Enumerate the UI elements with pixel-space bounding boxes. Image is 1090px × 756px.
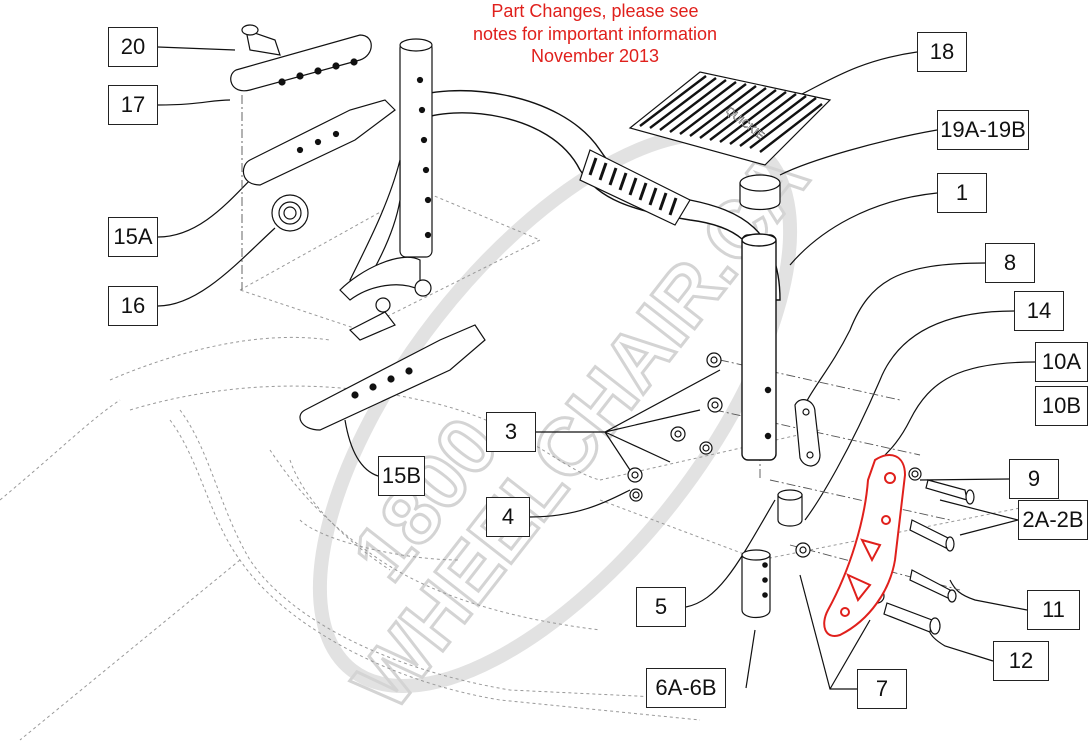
nuts-and-washers <box>627 352 723 502</box>
highlighted-side-plate <box>823 454 907 637</box>
callout-5[interactable]: 5 <box>636 587 686 627</box>
part-changes-notice: Part Changes, please see notes for impor… <box>430 0 760 68</box>
armrest-receiver-assembly <box>230 24 433 313</box>
tube-cap <box>739 174 781 211</box>
callout-20[interactable]: 20 <box>108 27 158 67</box>
wheelchair-frame-outline <box>0 189 1061 741</box>
spacer-and-sleeve <box>741 489 803 619</box>
callout-15b[interactable]: 15B <box>378 456 425 496</box>
screws <box>883 479 975 635</box>
callout-10a[interactable]: 10A <box>1035 342 1088 382</box>
callout-2a-2b[interactable]: 2A-2B <box>1018 500 1088 540</box>
callout-19a-19b[interactable]: 19A-19B <box>937 110 1029 150</box>
clamp-bracket <box>794 399 821 467</box>
callout-16[interactable]: 16 <box>108 286 158 326</box>
callout-14[interactable]: 14 <box>1014 291 1064 331</box>
callout-10b[interactable]: 10B <box>1035 386 1088 426</box>
notice-line-3: November 2013 <box>530 46 660 66</box>
callout-6a-6b[interactable]: 6A-6B <box>646 668 726 708</box>
callout-4[interactable]: 4 <box>486 497 530 537</box>
notice-line-2: notes for important information <box>472 23 718 44</box>
callout-12[interactable]: 12 <box>993 641 1049 681</box>
callout-8[interactable]: 8 <box>985 243 1035 283</box>
callout-17[interactable]: 17 <box>108 85 158 125</box>
callout-11[interactable]: 11 <box>1027 590 1080 630</box>
armrest-frame-tube <box>403 89 781 461</box>
lower-receiver <box>299 311 486 431</box>
callout-9[interactable]: 9 <box>1009 459 1059 499</box>
callout-3[interactable]: 3 <box>486 412 536 452</box>
callout-18[interactable]: 18 <box>917 32 967 72</box>
callout-15a[interactable]: 15A <box>108 217 158 257</box>
notice-line-1: Part Changes, please see <box>491 1 699 21</box>
arm-pad <box>579 149 691 226</box>
callout-1[interactable]: 1 <box>937 173 987 213</box>
callout-7[interactable]: 7 <box>857 669 907 709</box>
footplate: QUICKIE <box>628 71 832 166</box>
